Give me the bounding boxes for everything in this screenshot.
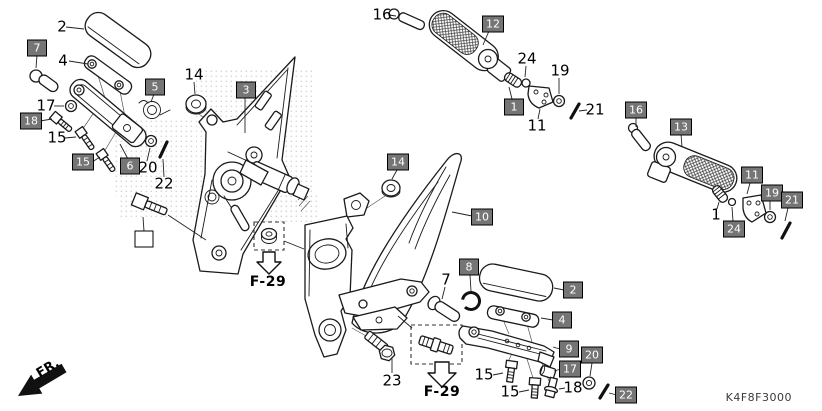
callout-7-31: 7 [441,270,451,289]
flange-nut [260,227,278,244]
callout-14-8: 14 [184,65,204,84]
snap-ring-8 [461,291,481,311]
callout-2-0: 2 [57,17,67,36]
washer-20-left [144,134,158,148]
grommet-14-center [381,179,401,198]
left-footrest-assembly [29,11,207,173]
frame-ref-arrow-1 [256,251,282,275]
callout-10-29: 10 [471,208,493,226]
callout-20-36: 20 [581,346,603,364]
callout-13-22: 13 [670,118,692,136]
footrest-rubber-right [478,263,554,302]
footrest-arm-left [69,78,147,148]
callout-16-21: 16 [625,101,647,119]
callout-9-35: 9 [559,340,579,358]
callout-16-14: 16 [372,5,392,24]
washer-19-right [763,210,777,224]
callout-8-30: 8 [459,258,479,276]
leader-lines [35,14,789,396]
joint-pin-center [427,295,461,322]
callout-20-11: 20 [138,158,158,177]
callout-19-17: 19 [550,61,570,80]
callout-blank-13 [134,230,154,248]
callout-18-4: 18 [20,112,42,130]
main-step-bracket [192,56,310,275]
joint-pin-left [29,69,59,93]
footrest-rubber-left [84,11,152,69]
right-footrest-assembly [458,263,610,400]
bolt-15-right-b [528,376,542,399]
diagram-part-code: K4F8F3000 [725,391,792,404]
bracket-mount-bolt [130,192,168,216]
footrest-plate-right [486,305,540,328]
bolt-18-left [48,110,73,133]
peg-plate-left [527,85,554,109]
peg-pin-16-left [388,8,400,20]
callout-2-33: 2 [563,281,583,299]
callout-3-9: 3 [236,81,256,99]
bolt-18-right [544,376,559,399]
callout-15-39: 15 [500,382,520,401]
detent-ball-right [727,197,737,207]
split-pin-22-left [158,140,169,159]
callout-21-25: 21 [781,191,803,209]
callout-15-5: 15 [47,128,67,147]
frame-ref-arrow-2 [427,361,457,388]
grommet-14-left [185,94,207,115]
callout-11-23: 11 [741,166,763,184]
callout-24-27: 24 [723,220,745,238]
front-direction-arrow [18,363,67,396]
bolt-15-left-b [95,147,116,173]
callout-12-15: 12 [482,15,504,33]
split-pin-21-right [780,221,792,240]
callout-22-41: 22 [615,386,637,404]
callout-17-37: 17 [559,360,581,378]
peg-plate-right [742,194,767,223]
peg-spring-right [711,185,729,203]
bolt-15-right-a [504,359,519,383]
callout-1-18: 1 [504,98,524,116]
callout-15-38: 15 [474,365,494,384]
callout-17-3: 17 [36,96,56,115]
right-bracket-assembly [253,153,481,388]
callout-19-24: 19 [761,184,783,202]
step-stud [418,335,454,355]
peg-spring-left [503,72,523,88]
split-pin-22-right [598,383,610,400]
callout-11-19: 11 [527,116,547,135]
callout-1-26: 1 [711,205,721,224]
callout-24-16: 24 [517,49,537,68]
callout-6-10: 6 [120,157,140,175]
callout-5-7: 5 [145,78,165,96]
bolt-15-left-a [74,125,95,151]
callout-15-6: 15 [72,153,94,171]
callout-22-12: 22 [154,174,174,193]
frame-ref-box-1 [253,221,285,251]
callout-7-1: 7 [27,39,47,57]
callout-18-40: 18 [563,378,583,397]
front-footpeg-right [627,122,792,240]
callout-23-32: 23 [382,371,402,390]
callout-14-28: 14 [387,153,409,171]
detent-ball-left [521,78,531,88]
return-spring-left [138,100,171,119]
bolt-23 [364,330,396,362]
split-pin-21-left [569,102,581,120]
collar-17-right [539,364,557,380]
callout-4-2: 4 [58,51,68,70]
washer-20-right [582,376,596,390]
washer-17-left [64,99,78,113]
footrest-arm-right [458,325,555,368]
frame-ref-label-2: F-29 [423,384,461,400]
callout-4-34: 4 [552,311,572,329]
front-footpeg-left [388,8,581,120]
frame-ref-label-1: F-29 [249,274,287,290]
callout-21-20: 21 [585,100,605,119]
washer-19-left [552,94,566,108]
